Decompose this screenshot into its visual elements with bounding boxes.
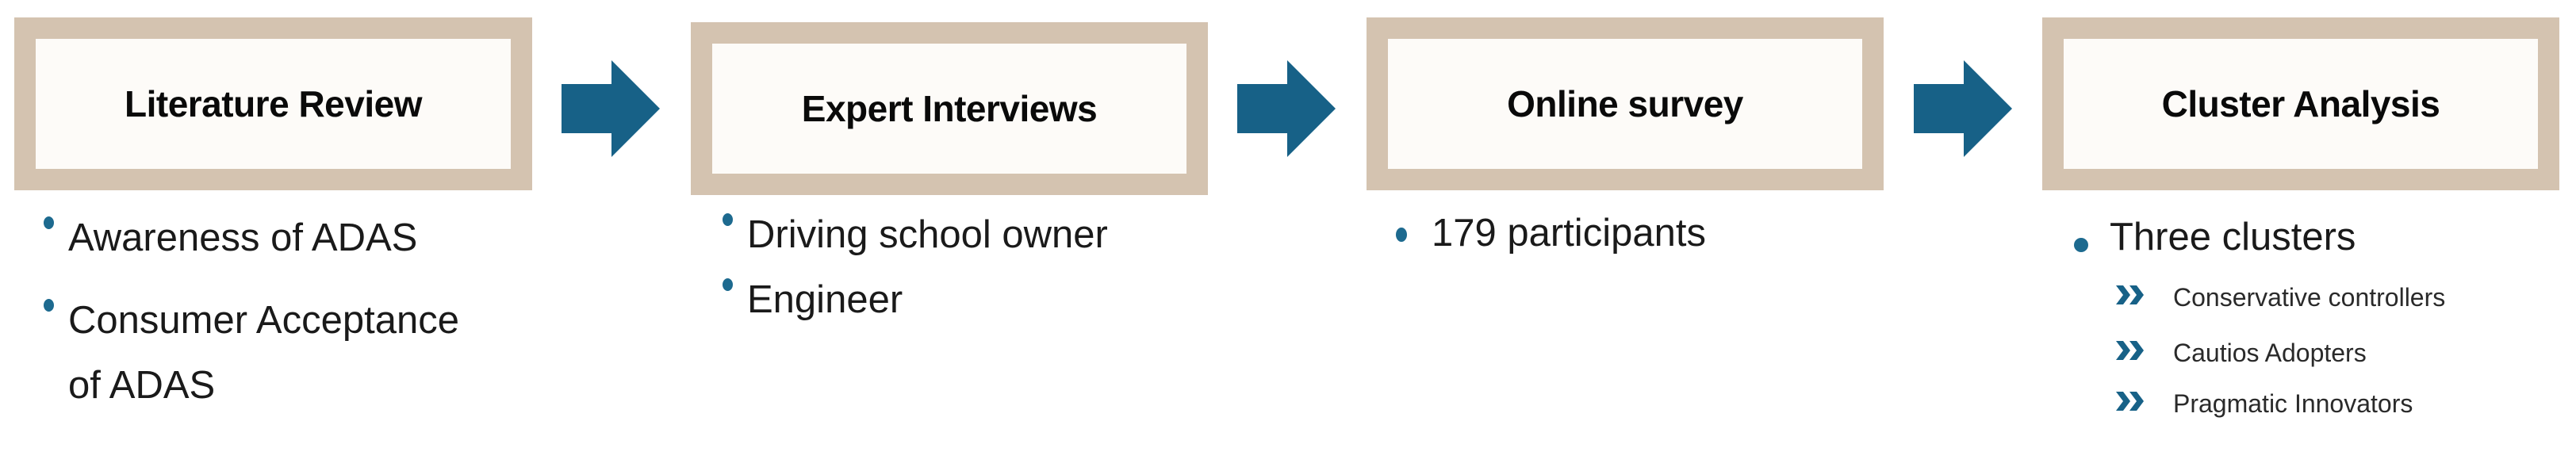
list-item: Consumer Acceptance of ADAS <box>44 288 459 418</box>
double-chevron-right-icon <box>2116 341 2144 360</box>
sub-list-item: Pragmatic Innovators <box>2116 389 2413 419</box>
arrow-right-icon <box>1237 60 1336 157</box>
arrow-right-icon <box>1914 60 2012 157</box>
list-item: Driving school owner <box>723 202 1108 267</box>
bullet-dot-icon <box>723 278 733 291</box>
list-item: Three clusters <box>2074 205 2356 270</box>
double-chevron-right-icon <box>2116 392 2144 411</box>
list-item: 179 participants <box>1396 201 1706 266</box>
stage-box-cluster-analysis: Cluster Analysis <box>2042 17 2559 190</box>
arrow-right-icon <box>562 60 660 157</box>
sub-list-item: Conservative controllers <box>2116 283 2445 312</box>
bullet-dot-icon <box>723 213 733 226</box>
bullet-dot-icon <box>44 216 54 229</box>
bullet-dot-icon <box>44 299 54 312</box>
double-chevron-right-icon <box>2116 285 2144 304</box>
stage-title: Online survey <box>1507 83 1743 124</box>
stage-4-bullet-list: Three clusters <box>2074 205 2356 270</box>
list-item: Awareness of ADAS <box>44 205 459 270</box>
stage-box-literature-review: Literature Review <box>14 17 532 190</box>
stage-title: Literature Review <box>125 83 422 124</box>
stage-title: Expert Interviews <box>801 88 1098 129</box>
bullet-dot-icon <box>2074 238 2088 252</box>
stage-box-online-survey: Online survey <box>1367 17 1884 190</box>
stage-3-bullet-list: 179 participants <box>1396 201 1706 266</box>
stage-box-expert-interviews: Expert Interviews <box>691 22 1208 195</box>
list-item: Engineer <box>723 267 1108 332</box>
stage-title: Cluster Analysis <box>2161 83 2440 124</box>
bullet-dot-icon <box>1396 228 1407 242</box>
sub-list-item: Cautios Adopters <box>2116 339 2367 368</box>
stage-1-bullet-list: Awareness of ADAS Consumer Acceptance of… <box>44 205 459 418</box>
stage-2-bullet-list: Driving school owner Engineer <box>723 202 1108 332</box>
